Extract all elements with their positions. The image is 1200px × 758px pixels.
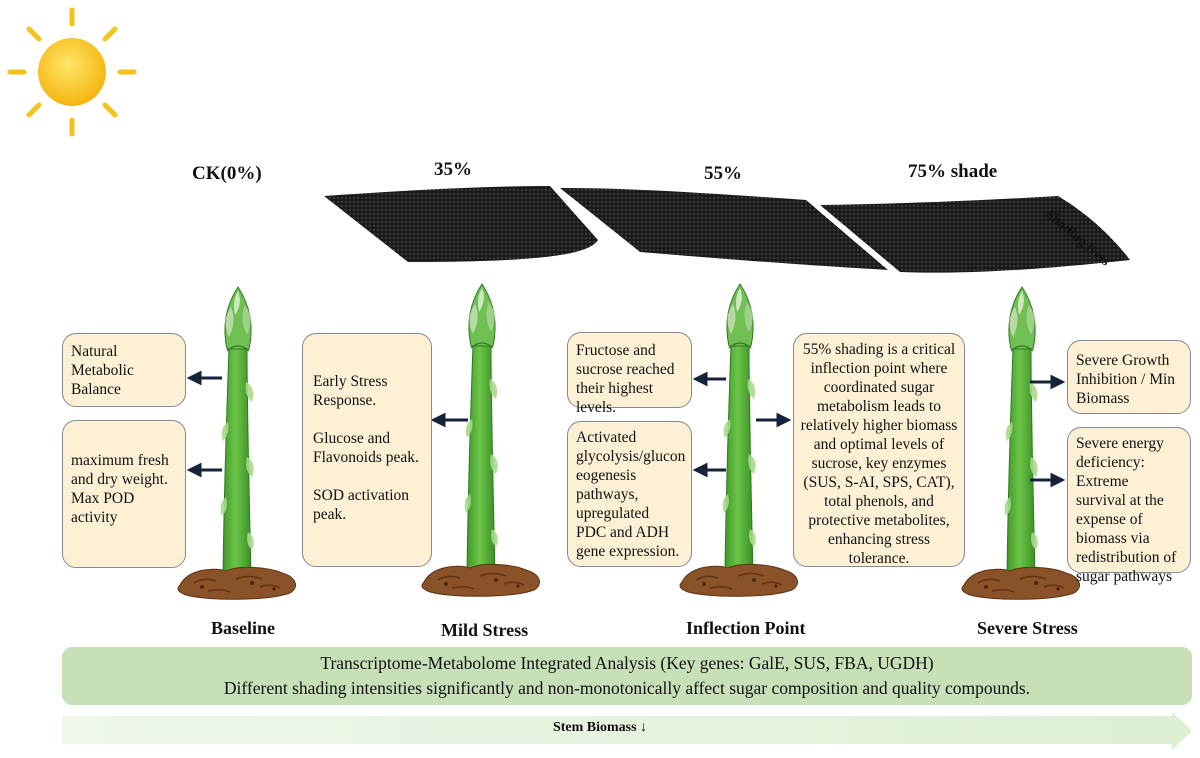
heading-35: 35% bbox=[434, 159, 472, 180]
stage-baseline: Baseline bbox=[211, 618, 276, 638]
asparagus-plant-severe bbox=[961, 286, 1081, 601]
summary-panel: Transcriptome-Metabolome Integrated Anal… bbox=[62, 647, 1192, 705]
biomass-arrow bbox=[62, 712, 1192, 750]
box-text: Activated glycolysis/glucon eogenesis pa… bbox=[576, 429, 686, 560]
box-inflection-sugars: Fructose and sucrose reached their highe… bbox=[567, 332, 692, 416]
box-text: Fructose and sucrose reached their highe… bbox=[576, 342, 675, 416]
stage-inflection: Inflection Point bbox=[686, 618, 806, 638]
asparagus-plant-baseline bbox=[177, 286, 297, 601]
box-inflection-summary: 55% shading is a critical inflection poi… bbox=[793, 333, 965, 567]
stage-severe: Severe Stress bbox=[977, 618, 1078, 638]
heading-55: 55% bbox=[704, 163, 742, 184]
box-inflection-pathways: Activated glycolysis/glucon eogenesis pa… bbox=[567, 421, 692, 567]
asparagus-plant-mild bbox=[421, 283, 541, 598]
box-text: Natural Metabolic Balance bbox=[71, 343, 134, 398]
connector-arrows bbox=[186, 370, 1066, 488]
heading-ck: CK(0%) bbox=[192, 163, 262, 184]
shading-nets bbox=[324, 186, 1130, 273]
sun-icon bbox=[7, 7, 137, 137]
box-text: Glucose and Flavonoids peak. bbox=[313, 430, 419, 466]
box-text: 55% shading is a critical inflection poi… bbox=[800, 341, 958, 567]
box-text: Early Stress Response. bbox=[313, 373, 388, 409]
box-mild-response: Early Stress Response. Glucose and Flavo… bbox=[302, 333, 432, 567]
box-baseline-weight: maximum fresh and dry weight. Max POD ac… bbox=[62, 420, 186, 568]
box-text: Severe energy deficiency: Extreme surviv… bbox=[1076, 435, 1177, 585]
box-severe-inhibition: Severe Growth Inhibition / Min Biomass bbox=[1067, 340, 1191, 414]
heading-75: 75% shade bbox=[908, 161, 998, 182]
stage-mild: Mild Stress bbox=[441, 620, 529, 640]
summary-line-1: Transcriptome-Metabolome Integrated Anal… bbox=[320, 653, 934, 673]
box-text: maximum fresh and dry weight. Max POD ac… bbox=[71, 452, 169, 526]
box-text: Severe Growth Inhibition / Min Biomass bbox=[1076, 352, 1176, 407]
box-text: SOD activation peak. bbox=[313, 487, 409, 523]
asparagus-plant-inflection bbox=[679, 283, 799, 598]
biomass-arrow-label: Stem Biomass ↓ bbox=[552, 720, 648, 735]
box-severe-energy: Severe energy deficiency: Extreme surviv… bbox=[1067, 427, 1191, 585]
summary-line-2: Different shading intensities significan… bbox=[223, 678, 1031, 698]
box-baseline-balance: Natural Metabolic Balance bbox=[62, 333, 186, 407]
